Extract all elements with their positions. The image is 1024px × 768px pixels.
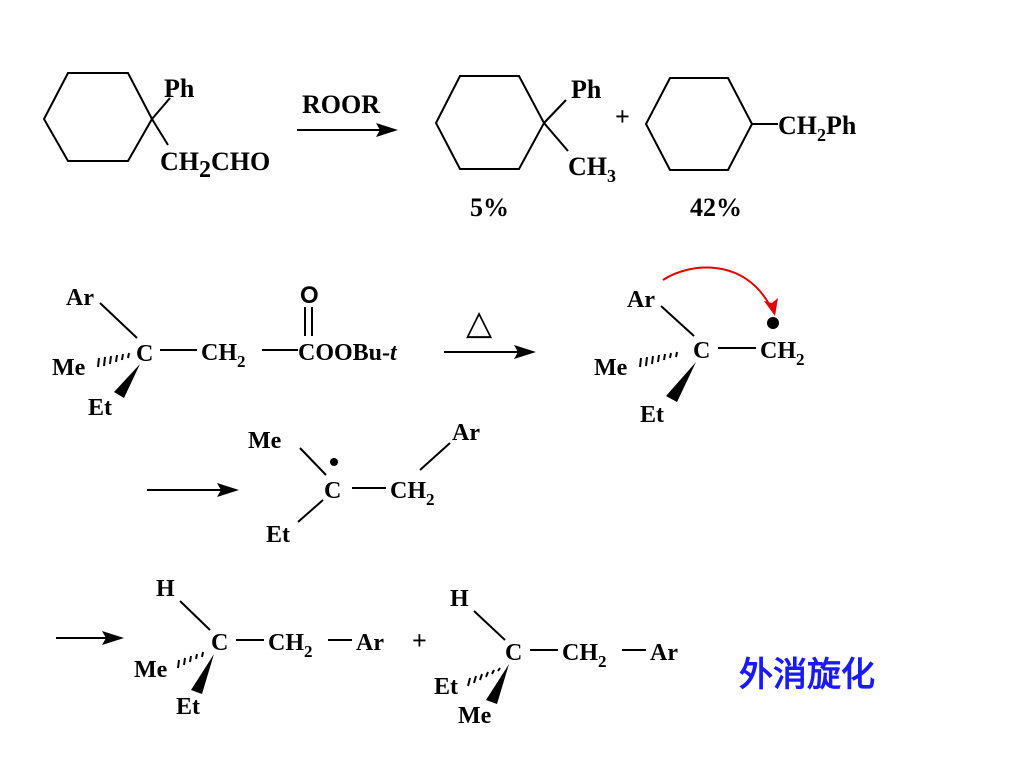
label-h-a: H bbox=[156, 576, 175, 602]
bond-h-a bbox=[179, 600, 211, 631]
wedge-bond-et bbox=[114, 364, 140, 398]
label-et-r: Et bbox=[640, 402, 664, 428]
label-ch: CH2CHO bbox=[160, 147, 270, 183]
racemization-caption: 外消旋化 bbox=[739, 655, 875, 695]
bond-ph-p1 bbox=[543, 99, 567, 124]
bond-h-b bbox=[473, 610, 506, 641]
wedge-bond-et-a bbox=[191, 654, 214, 694]
label-ch2-2: CH2 bbox=[390, 478, 435, 509]
bond-et-2 bbox=[297, 499, 324, 523]
label-c-r: C bbox=[693, 338, 710, 364]
label-me-2: Me bbox=[248, 428, 282, 454]
label-et-2: Et bbox=[266, 522, 290, 548]
cyclohexane-ring-product1 bbox=[434, 75, 546, 170]
arrowhead-4 bbox=[102, 631, 124, 645]
wedge-bond-me-b bbox=[486, 664, 509, 704]
hashed-bond-me-a bbox=[177, 651, 204, 669]
label-et-b: Et bbox=[434, 674, 458, 700]
heat-symbol: △ bbox=[466, 303, 493, 343]
label-c-b: C bbox=[505, 640, 522, 666]
cyclohexane-ring-product2 bbox=[644, 77, 754, 171]
bond-ar bbox=[99, 302, 138, 339]
yield-5: 5% bbox=[470, 193, 509, 222]
label-ph: Ph bbox=[164, 74, 195, 103]
bond-ch2 bbox=[151, 118, 169, 146]
label-ar-2: Ar bbox=[452, 420, 480, 446]
label-ester: COOBu-t bbox=[298, 340, 398, 366]
yield-42: 42% bbox=[690, 193, 742, 222]
reagent-roor: ROOR bbox=[302, 90, 380, 119]
wedge-bond-et-r bbox=[666, 362, 696, 402]
label-ph-p1: Ph bbox=[571, 75, 602, 104]
label-ar-r: Ar bbox=[627, 287, 655, 313]
arrowhead-3 bbox=[217, 483, 239, 497]
label-c-center: C bbox=[136, 341, 153, 367]
label-me: Me bbox=[52, 355, 86, 381]
arrowhead-1 bbox=[376, 123, 398, 137]
label-me-r: Me bbox=[594, 355, 628, 381]
label-et: Et bbox=[88, 395, 112, 421]
label-me-a: Me bbox=[134, 657, 168, 683]
bond-ch2-ar-2 bbox=[419, 442, 451, 471]
plus-sign-1: + bbox=[615, 102, 630, 131]
cyclohexane-ring-reactant bbox=[42, 72, 154, 162]
hashed-bond-et-b bbox=[467, 667, 501, 687]
plus-sign-2: + bbox=[412, 626, 427, 655]
label-c-2: C bbox=[324, 478, 341, 504]
label-ch3: CH3 bbox=[568, 152, 616, 186]
label-h-b: H bbox=[450, 586, 469, 612]
label-carbonyl-o: O bbox=[300, 282, 319, 309]
label-ar: Ar bbox=[66, 285, 94, 311]
arrowhead-2 bbox=[514, 345, 536, 359]
label-ch2: CH2 bbox=[201, 340, 246, 371]
label-ar-a: Ar bbox=[356, 630, 384, 656]
radical-dot-2 bbox=[330, 458, 338, 466]
bond-ch3 bbox=[543, 122, 569, 152]
label-ar-b: Ar bbox=[650, 640, 678, 666]
label-me-b: Me bbox=[458, 703, 492, 729]
label-ch2ph: CH2Ph bbox=[778, 111, 857, 145]
label-ch2-a: CH2 bbox=[268, 630, 313, 661]
hashed-bond-me-r bbox=[639, 351, 678, 368]
label-ch2-b: CH2 bbox=[562, 640, 607, 671]
bond-ph bbox=[151, 97, 171, 120]
curved-arrowhead bbox=[764, 298, 778, 316]
radical-dot bbox=[767, 317, 779, 329]
curved-arrow bbox=[662, 266, 771, 307]
bond-ar-r bbox=[660, 305, 695, 337]
bond-me-2 bbox=[299, 447, 327, 476]
label-et-a: Et bbox=[176, 694, 200, 720]
label-c-a: C bbox=[211, 630, 228, 656]
label-ch2-r: CH2 bbox=[760, 338, 805, 369]
hashed-bond-me bbox=[97, 352, 130, 368]
